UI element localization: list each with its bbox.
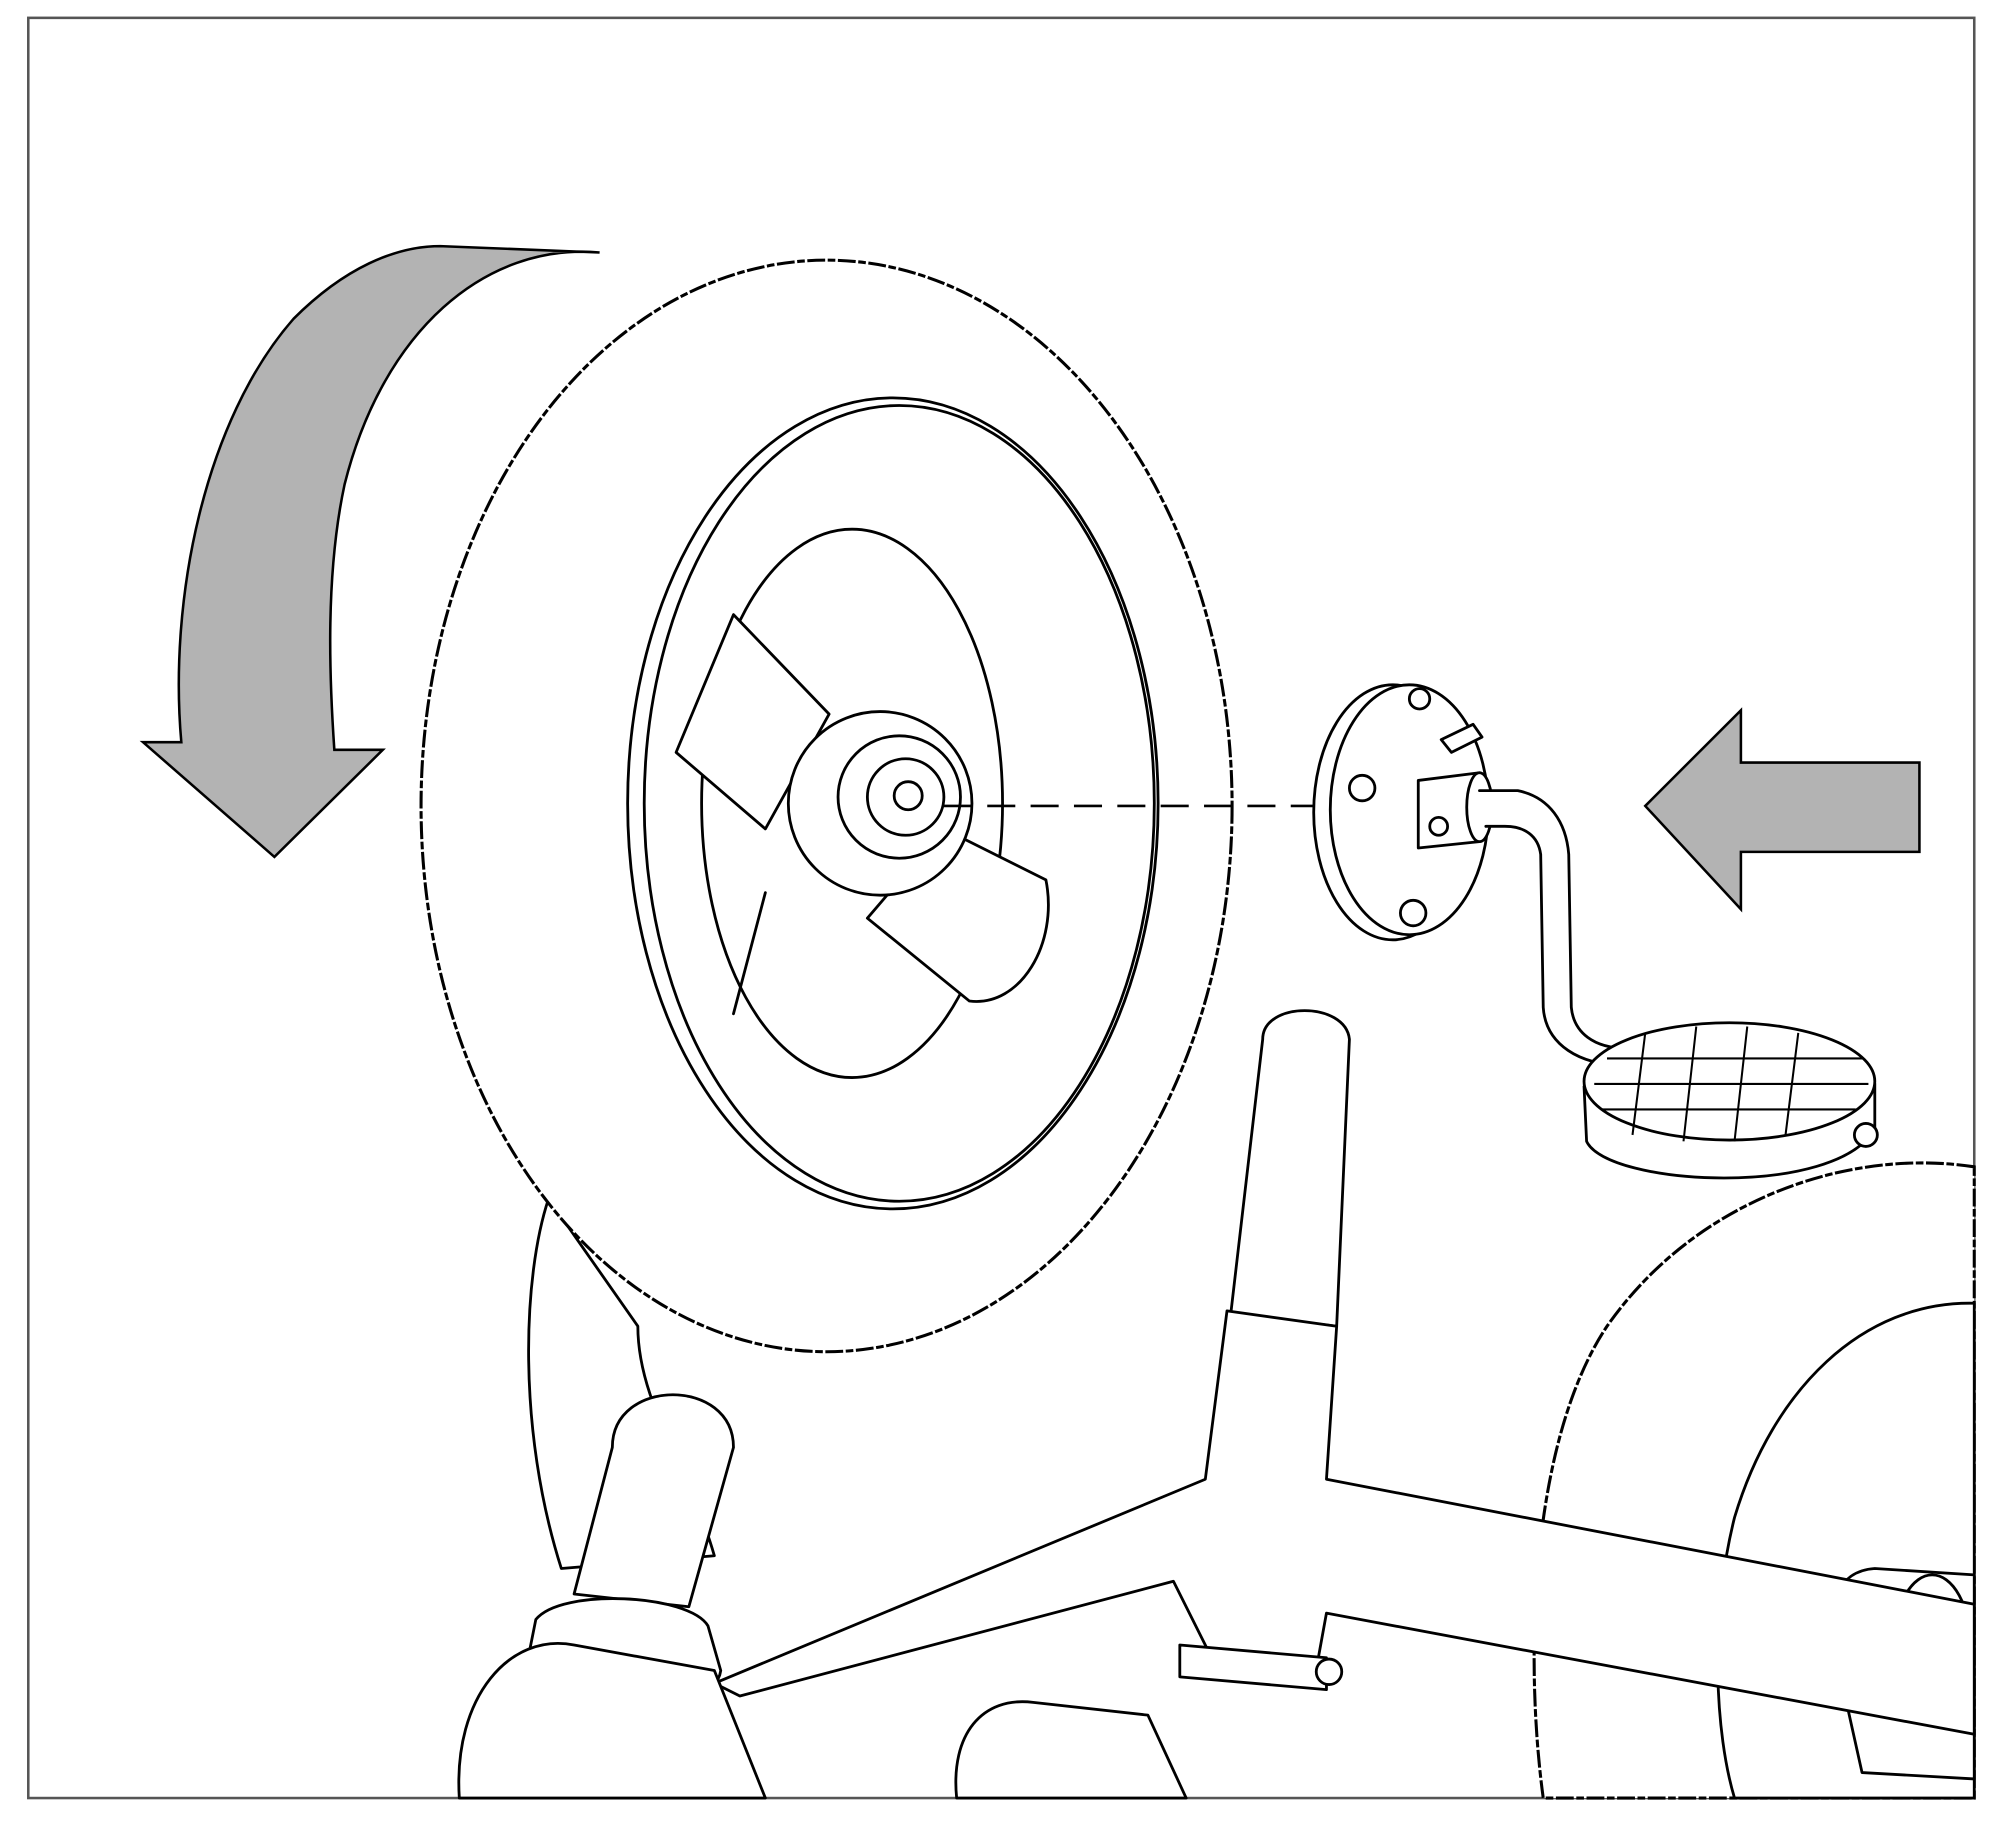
chain-guard bbox=[954, 1700, 1188, 1800]
set-screw bbox=[1439, 722, 1484, 754]
flange-bolt bbox=[1399, 898, 1428, 928]
pedal-crank-assembly bbox=[1312, 683, 1879, 1180]
frame-lower-left bbox=[457, 1642, 767, 1800]
boss-screw bbox=[1428, 816, 1450, 837]
rotate-counterclockwise-arrow-icon bbox=[139, 244, 600, 859]
flange-bolt bbox=[1407, 687, 1432, 711]
pedal-grip-pattern bbox=[1594, 1026, 1869, 1142]
head-tube bbox=[572, 1393, 735, 1609]
push-left-arrow-icon bbox=[1643, 707, 1921, 913]
pedal-axle-hole bbox=[1852, 1122, 1879, 1148]
brake-tube-end bbox=[1314, 1657, 1344, 1686]
bike-frame bbox=[457, 1009, 1976, 1800]
front-wheel bbox=[419, 258, 1234, 1354]
flange-bolt bbox=[1348, 773, 1377, 803]
spoke-upper bbox=[674, 613, 831, 831]
brake-tube bbox=[1178, 1643, 1328, 1692]
seat-post bbox=[1229, 1009, 1351, 1328]
spoke-bottom bbox=[732, 891, 767, 1016]
front-rim-inner bbox=[642, 404, 1156, 1203]
pedal-top bbox=[1582, 1021, 1877, 1142]
axle-hole bbox=[892, 780, 924, 812]
